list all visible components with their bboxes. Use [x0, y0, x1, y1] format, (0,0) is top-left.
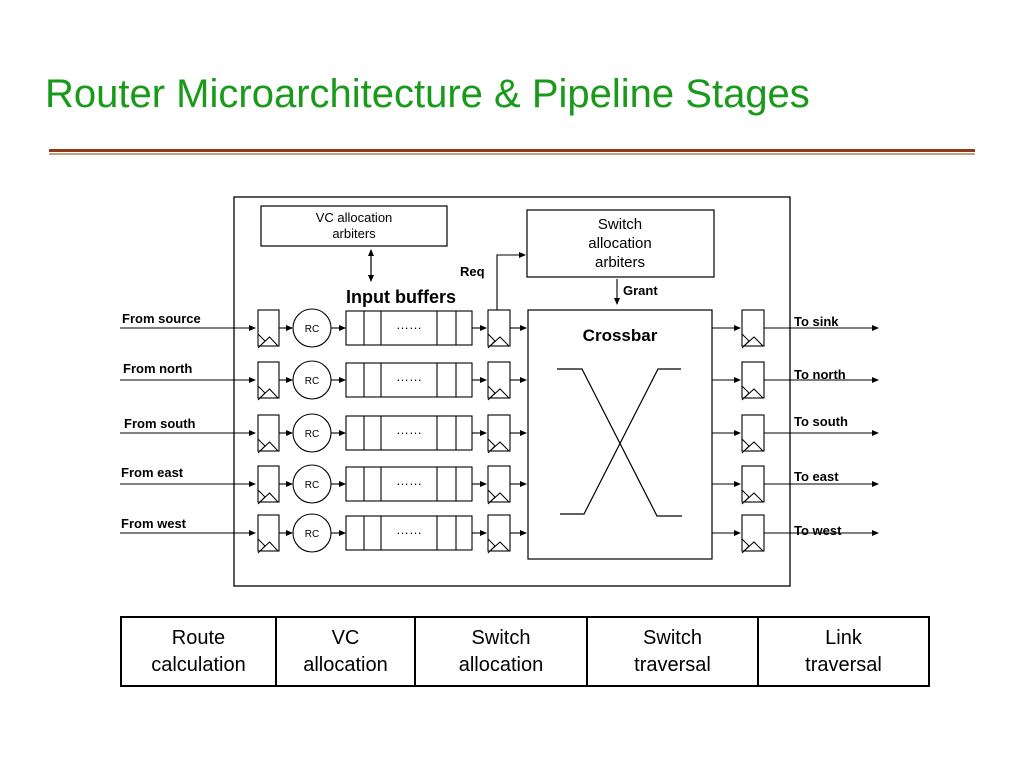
title-divider — [49, 149, 975, 155]
input-port-label: From source — [122, 311, 201, 326]
req-arrow — [496, 252, 526, 312]
vc-arbiters-line-1: VC allocation — [316, 210, 393, 225]
input-buffer: …… — [345, 310, 473, 346]
slide-title: Router Microarchitecture & Pipeline Stag… — [45, 72, 810, 116]
switch-allocation-arbiters: Switch allocation arbiters — [526, 209, 715, 278]
sw-arbiters-line-3: arbiters — [595, 254, 645, 271]
input-port-label: From east — [121, 465, 184, 480]
rc-label: RC — [305, 529, 319, 540]
vc-allocation-arbiters: VC allocation arbiters — [260, 205, 448, 247]
rc-label: RC — [305, 324, 319, 335]
input-buffer: …… — [345, 515, 473, 551]
input-buffer: …… — [345, 362, 473, 398]
buffer-ellipsis: …… — [396, 369, 422, 384]
crossbar-label: Crossbar — [583, 326, 658, 345]
output-port-label: To sink — [794, 314, 839, 329]
stage-switch-allocation: Switch allocation — [414, 616, 588, 687]
stage-switch-traversal: Switch traversal — [586, 616, 759, 687]
input-port-label: From south — [124, 416, 196, 431]
input-port-label: From north — [123, 361, 192, 376]
input-buffer: …… — [345, 466, 473, 502]
grant-label: Grant — [623, 283, 658, 298]
buffer-ellipsis: …… — [396, 522, 422, 537]
stage-route-calculation: Route calculation — [120, 616, 277, 687]
output-port-label: To south — [794, 414, 848, 429]
buffer-ellipsis: …… — [396, 473, 422, 488]
output-port-label: To north — [794, 367, 846, 382]
stage-vc-allocation: VC allocation — [275, 616, 416, 687]
stage-link-traversal: Link traversal — [757, 616, 930, 687]
vc-arbiters-line-2: arbiters — [332, 226, 376, 241]
req-label: Req — [460, 264, 485, 279]
buffer-ellipsis: …… — [396, 317, 422, 332]
rc-label: RC — [305, 429, 319, 440]
sw-arbiters-line-2: allocation — [588, 235, 651, 252]
rc-label: RC — [305, 480, 319, 491]
sw-arbiters-line-1: Switch — [598, 216, 642, 233]
buffer-ellipsis: …… — [396, 422, 422, 437]
output-port-label: To west — [794, 523, 842, 538]
input-port-label: From west — [121, 516, 187, 531]
output-port-label: To east — [794, 469, 839, 484]
input-buffer: …… — [345, 415, 473, 451]
input-buffers-label: Input buffers — [346, 287, 456, 307]
rc-label: RC — [305, 376, 319, 387]
router-boundary — [233, 196, 791, 587]
crossbar: Crossbar — [527, 309, 713, 560]
